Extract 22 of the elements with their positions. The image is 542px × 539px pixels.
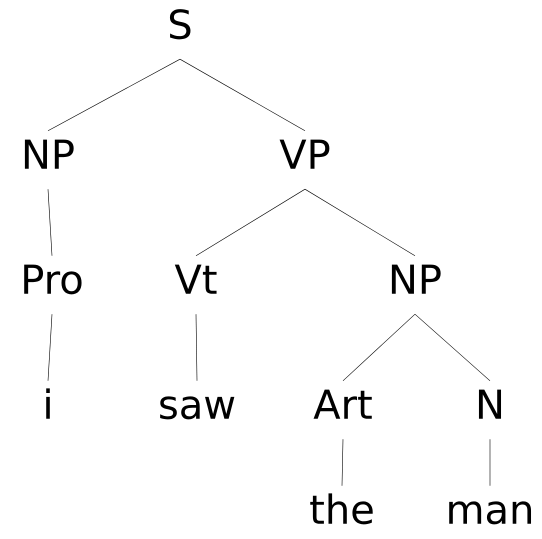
- tree-node-label: S: [170, 9, 190, 40]
- tree-node-label: N: [478, 390, 502, 419]
- tree-branch: [342, 438, 344, 486]
- tree-node-label: saw: [160, 396, 234, 420]
- tree-node-label: NP: [24, 140, 74, 169]
- tree-branch: [196, 188, 306, 256]
- tree-branch: [342, 314, 416, 382]
- tree-node-label: Vt: [174, 264, 217, 294]
- tree-node-label: Pro: [24, 264, 82, 294]
- tree-branch: [48, 188, 52, 256]
- tree-branch: [48, 58, 180, 132]
- tree-branch: [414, 314, 490, 382]
- tree-branch: [304, 188, 416, 256]
- tree-node-label: man: [449, 501, 532, 524]
- tree-branch: [48, 314, 52, 382]
- tree-node-label: VP: [280, 140, 330, 169]
- tree-branch: [180, 58, 306, 132]
- tree-node-label: i: [46, 388, 50, 419]
- tree-branch: [196, 314, 198, 382]
- tree-node-label: Art: [314, 390, 372, 419]
- tree-node-label: NP: [392, 264, 441, 294]
- tree-node-label: the: [310, 493, 373, 524]
